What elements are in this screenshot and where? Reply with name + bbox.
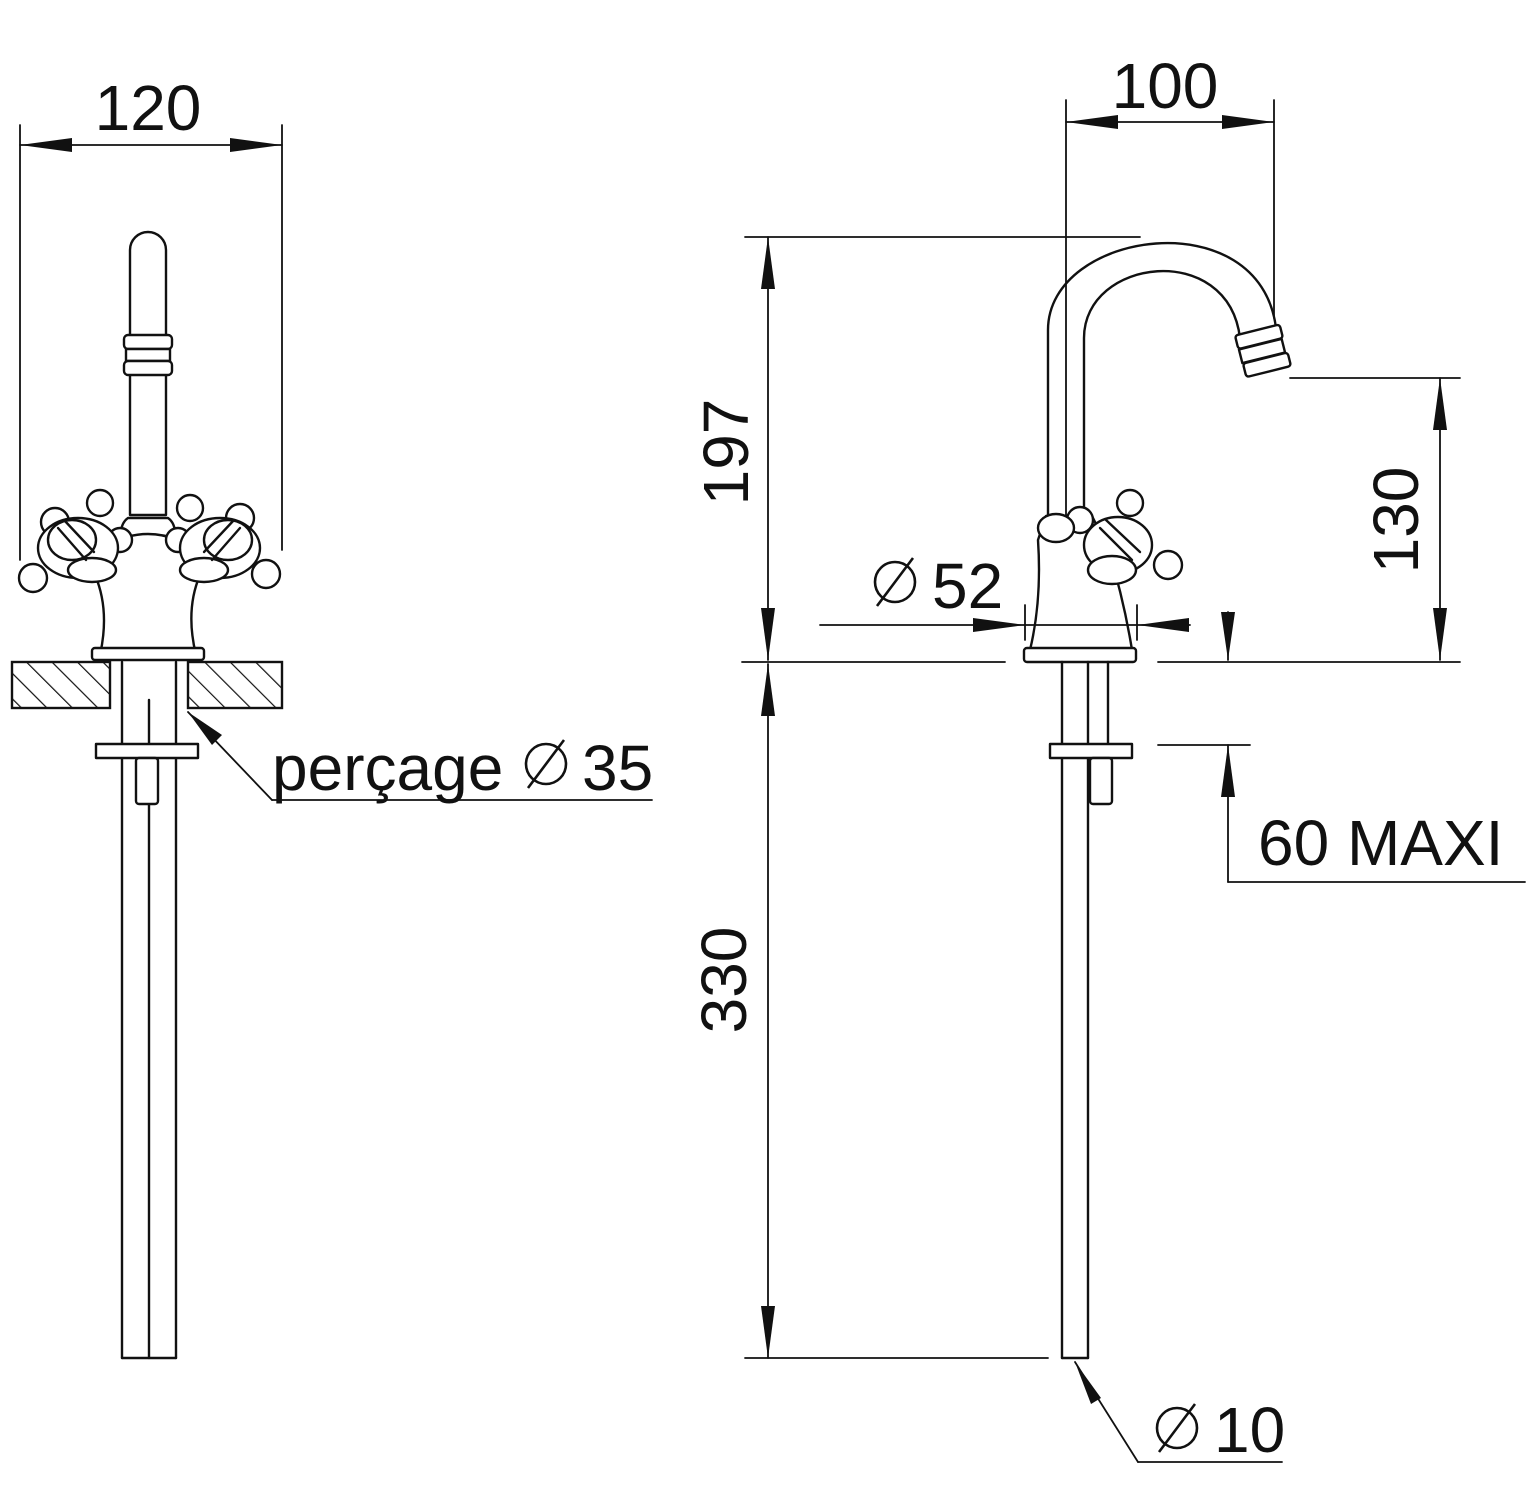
deck-thickness-dimension: 60 MAXI — [1157, 744, 1526, 883]
drill-diameter-label: 35 — [582, 732, 653, 804]
shank-length-label: 330 — [688, 927, 760, 1034]
front-spout — [122, 230, 174, 517]
shank-length-dimension: 330 — [688, 663, 1049, 1359]
drill-callout: perçage 35 — [187, 711, 653, 804]
side-body — [1022, 488, 1184, 664]
front-deck — [10, 660, 284, 710]
spout-height-label: 130 — [1360, 467, 1432, 574]
side-spout — [1046, 241, 1292, 522]
side-shank — [1048, 660, 1134, 1360]
front-left-handle — [17, 488, 134, 594]
width-label: 120 — [95, 72, 202, 144]
spout-reach-label: 100 — [1112, 50, 1219, 122]
base-diameter-label: 52 — [932, 550, 1003, 622]
diameter-symbol-icon — [873, 556, 917, 608]
height-label: 197 — [690, 399, 762, 506]
pipe-diameter-callout: 10 — [1074, 1361, 1285, 1466]
front-view: 120 — [10, 72, 653, 1360]
spout-reach-dimension: 100 — [1065, 50, 1275, 519]
diameter-symbol-icon — [524, 738, 568, 790]
diameter-symbol-icon — [1155, 1402, 1199, 1454]
base-diameter-dimension: 52 — [819, 550, 1191, 641]
drill-label: perçage — [272, 732, 503, 804]
side-view: 100 197 130 — [688, 50, 1526, 1466]
deck-thickness-label: 60 MAXI — [1258, 807, 1503, 879]
height-dimension: 197 — [690, 236, 1141, 661]
front-shank — [94, 660, 200, 1360]
width-dimension: 120 — [19, 72, 283, 561]
front-right-handle — [164, 493, 282, 590]
pipe-diameter-label: 10 — [1214, 1394, 1285, 1466]
spout-height-dimension: 130 — [1289, 377, 1461, 661]
